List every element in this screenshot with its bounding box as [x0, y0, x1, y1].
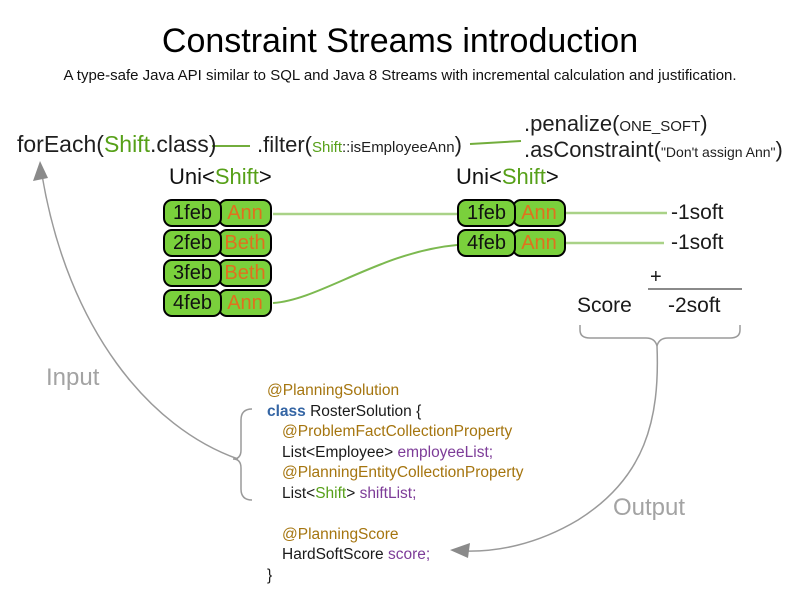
penalize-pre: .penalize(	[524, 111, 620, 136]
shift-date-cell: 4feb	[457, 229, 516, 257]
type-decl: >	[346, 484, 360, 502]
score-total: -2soft	[668, 294, 721, 317]
right-stream-label-post: >	[545, 164, 559, 189]
shift-date-cell: 1feb	[163, 199, 222, 227]
code-line: @PlanningEntityCollectionProperty	[267, 463, 523, 484]
shift-employee-cell: Beth	[218, 229, 272, 257]
code-line: @PlanningScore	[267, 525, 523, 546]
asconstraint-arg: "Don't assign Ann"	[660, 144, 776, 160]
shift-employee-cell: Ann	[218, 199, 272, 227]
penalty-value-2: -1soft	[671, 231, 724, 254]
filter-post: )	[454, 132, 462, 157]
annotation: @PlanningSolution	[267, 382, 400, 399]
penalty-value-1: -1soft	[671, 201, 724, 224]
closing-brace: }	[267, 566, 273, 584]
field-name: shiftList;	[359, 484, 417, 502]
type-decl: HardSoftScore	[282, 546, 388, 563]
table-row: 4feb Ann	[457, 229, 566, 257]
table-row: 1feb Ann	[163, 199, 272, 227]
code-line: @ProblemFactCollectionProperty	[267, 422, 523, 443]
code-brace	[232, 408, 253, 501]
right-stream-label: Uni<Shift>	[456, 164, 559, 190]
sum-plus-sign: +	[650, 266, 662, 288]
left-stream-label-pre: Uni<	[169, 164, 215, 189]
filter-class: Shift	[312, 139, 343, 156]
annotation: @ProblemFactCollectionProperty	[282, 423, 513, 440]
right-stream-label-type: Shift	[501, 164, 546, 189]
penalize-post: )	[700, 111, 708, 136]
field-name: score;	[387, 546, 431, 563]
filter-method: ::isEmployeeAnn	[342, 139, 455, 156]
input-label: Input	[46, 364, 100, 391]
code-line: List<Shift> shiftList;	[267, 484, 523, 505]
shift-date-cell: 2feb	[163, 229, 222, 257]
table-row: 1feb Ann	[457, 199, 566, 227]
left-stream-table: 1feb Ann 2feb Beth 3feb Beth 4feb Ann	[163, 199, 272, 319]
shift-date-cell: 3feb	[163, 259, 222, 287]
shift-date-cell: 1feb	[457, 199, 516, 227]
keyword: class	[267, 402, 306, 420]
right-stream-label-pre: Uni<	[456, 164, 502, 189]
connector-filter-penalize	[469, 140, 522, 145]
table-row: 2feb Beth	[163, 229, 272, 257]
score-bracket	[579, 325, 741, 347]
shift-date-cell: 4feb	[163, 289, 222, 317]
code-line: HardSoftScore score;	[267, 545, 523, 566]
output-label: Output	[613, 494, 686, 521]
code-block: @PlanningSolution class RosterSolution {…	[267, 381, 523, 586]
expression-filter: .filter(Shift::isEmployeeAnn)	[257, 132, 462, 158]
foreach-pre: forEach(	[17, 131, 104, 157]
expression-asconstraint: .asConstraint("Don't assign Ann")	[524, 137, 783, 163]
left-stream-label-post: >	[258, 164, 272, 189]
asconstraint-post: )	[775, 137, 783, 162]
penalize-arg: ONE_SOFT	[619, 118, 701, 135]
type-decl: List<Employee>	[282, 443, 398, 461]
table-row: 4feb Ann	[163, 289, 272, 317]
connector-row4feb-curve	[272, 244, 458, 304]
code-line: }	[267, 566, 523, 587]
subtitle: A type-safe Java API similar to SQL and …	[63, 67, 737, 84]
type-decl: List<	[282, 484, 316, 502]
expression-penalize: .penalize(ONE_SOFT)	[524, 111, 708, 137]
foreach-class: Shift	[103, 131, 150, 157]
code-line: class RosterSolution {	[267, 402, 523, 423]
asconstraint-pre: .asConstraint(	[524, 137, 661, 162]
shift-employee-cell: Beth	[218, 259, 272, 287]
score-label: Score	[577, 294, 632, 317]
shift-employee-cell: Ann	[512, 229, 566, 257]
annotation: @PlanningEntityCollectionProperty	[282, 464, 524, 481]
input-arrow-icon	[33, 161, 48, 181]
page-title: Constraint Streams introduction	[161, 22, 639, 60]
code-line: @PlanningSolution	[267, 381, 523, 402]
left-stream-label-type: Shift	[214, 164, 259, 189]
shift-employee-cell: Ann	[218, 289, 272, 317]
table-row: 3feb Beth	[163, 259, 272, 287]
shift-employee-cell: Ann	[512, 199, 566, 227]
expression-foreach: forEach(Shift.class)	[17, 131, 216, 158]
class-decl: RosterSolution {	[305, 402, 422, 420]
field-name: employeeList;	[397, 443, 494, 461]
code-line: List<Employee> employeeList;	[267, 443, 523, 464]
filter-pre: .filter(	[257, 132, 312, 157]
annotation: @PlanningScore	[282, 525, 399, 543]
shift-type: Shift	[315, 484, 347, 502]
code-blank-line	[267, 504, 523, 525]
left-stream-label: Uni<Shift>	[169, 164, 272, 190]
right-stream-table: 1feb Ann 4feb Ann	[457, 199, 566, 259]
foreach-post: .class)	[149, 131, 217, 157]
